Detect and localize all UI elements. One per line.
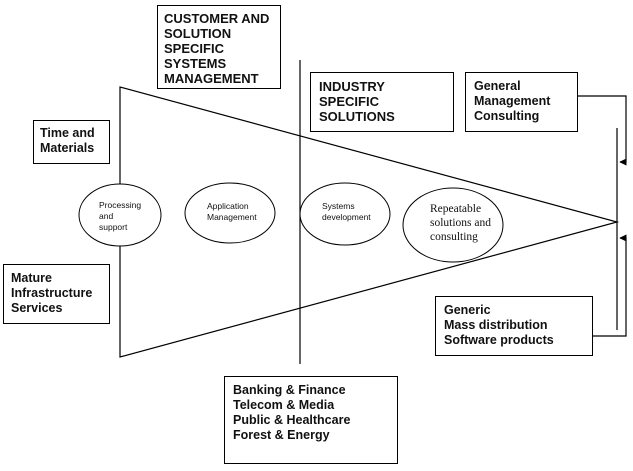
ellipse-text: Application	[207, 201, 249, 211]
ellipse-text: Systems	[322, 201, 355, 211]
ellipse-text: Repeatable	[430, 203, 482, 215]
connector-generic-mass	[593, 234, 627, 337]
box-line: SOLUTION	[164, 26, 232, 41]
box-line: Public & Healthcare	[233, 413, 351, 427]
box-line: Software products	[444, 333, 554, 347]
ellipse-text: solutions and	[430, 217, 492, 229]
box-line: MANAGEMENT	[164, 71, 259, 86]
ellipse-label-application: Application Management	[207, 201, 257, 223]
ellipse-repeatable	[402, 187, 504, 263]
box-line: Generic	[444, 303, 491, 317]
ellipse-label-processing: Processing and support	[99, 200, 141, 233]
box-mature-infrastructure: Mature Infrastructure Services	[3, 264, 110, 324]
ellipse-text: and	[99, 211, 114, 221]
box-line: Telecom & Media	[233, 398, 335, 412]
ellipse-systems	[299, 182, 391, 246]
box-line: General	[474, 79, 521, 93]
box-line: SPECIFIC	[319, 94, 379, 109]
box-generic-mass: Generic Mass distribution Software produ…	[435, 296, 593, 356]
box-line: Consulting	[474, 109, 540, 123]
ellipse-processing	[78, 183, 162, 247]
box-line: CUSTOMER AND	[164, 11, 270, 26]
ellipse-text: development	[322, 212, 371, 222]
ellipse-application	[184, 182, 276, 244]
box-time-materials: Time and Materials	[33, 120, 110, 164]
box-line: SOLUTIONS	[319, 109, 395, 124]
box-line: SPECIFIC	[164, 41, 224, 56]
connector-general-management	[578, 95, 627, 166]
box-line: SYSTEMS	[164, 56, 227, 71]
ellipse-label-systems: Systems development	[322, 201, 371, 223]
box-industry-specific: INDUSTRY SPECIFIC SOLUTIONS	[310, 72, 454, 132]
box-line: Infrastructure	[11, 286, 93, 300]
box-line: Mature	[11, 271, 52, 285]
box-line: INDUSTRY	[319, 79, 385, 94]
box-line: Services	[11, 301, 63, 315]
box-general-management: General Management Consulting	[465, 72, 578, 132]
box-line: Mass distribution	[444, 318, 548, 332]
box-industries: Banking & Finance Telecom & Media Public…	[224, 376, 398, 464]
box-line: Time and	[40, 126, 95, 140]
ellipse-label-repeatable: Repeatable solutions and consulting	[430, 202, 491, 244]
box-line: Forest & Energy	[233, 428, 330, 442]
ellipse-text: consulting	[430, 231, 478, 243]
ellipse-text: support	[99, 222, 128, 232]
box-line: Banking & Finance	[233, 383, 346, 397]
box-customer-solution: CUSTOMER AND SOLUTION SPECIFIC SYSTEMS M…	[157, 5, 281, 89]
box-line: Materials	[40, 141, 95, 155]
box-line: Management	[474, 94, 551, 108]
ellipse-text: Management	[207, 212, 257, 222]
ellipse-text: Processing	[99, 200, 142, 210]
